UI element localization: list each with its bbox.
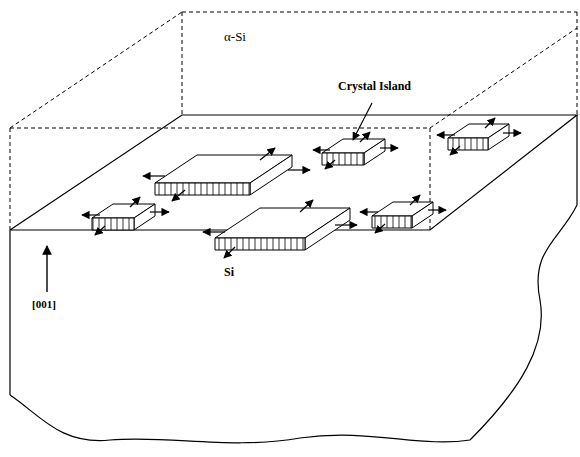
layer-label: α-Si (222, 30, 248, 45)
leader-line (353, 103, 372, 140)
si-substrate (10, 115, 577, 443)
label-anchor: [001] (30, 298, 58, 311)
substrate-label: Si (222, 266, 236, 280)
callout-label: Crystal Island (336, 80, 413, 94)
growth-arrows (82, 118, 521, 258)
label-anchor: α-Si (222, 30, 248, 45)
direction-label: [001] (30, 298, 58, 311)
label-anchor: Crystal Island (336, 80, 413, 94)
amorphous-layer (10, 12, 577, 230)
crystal-islands (92, 124, 509, 250)
direction-arrow (46, 246, 47, 292)
label-anchor: Si (222, 266, 236, 280)
